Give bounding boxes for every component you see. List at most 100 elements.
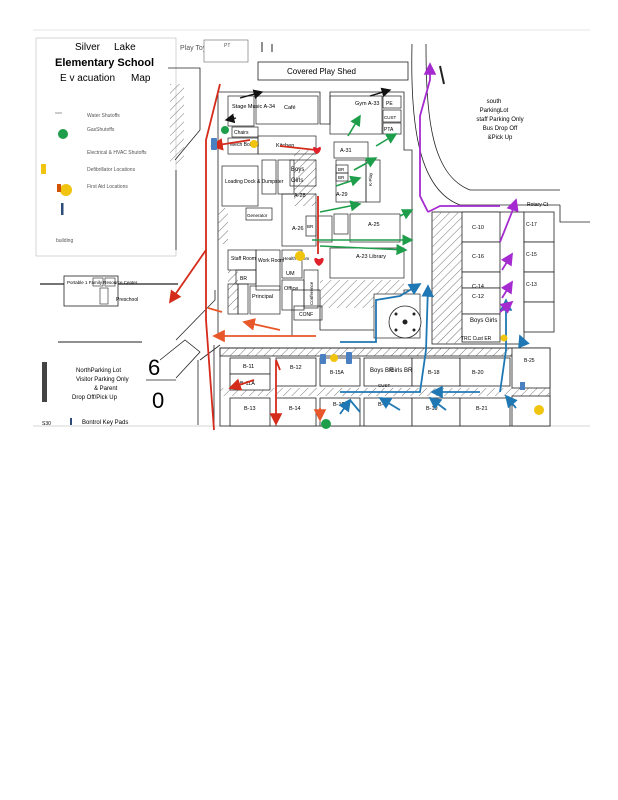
room-b20: B-20 [472, 370, 484, 376]
title-line1-a: Silver [75, 42, 101, 53]
rotary-label: Rotary Ct [527, 202, 549, 208]
south-lot-line1: south [487, 99, 502, 105]
portable-building: Portable 1 Family Resource Center Presch… [63, 275, 138, 307]
room-a28: A-28 [294, 193, 306, 199]
route-red [168, 83, 319, 431]
room-work-room: Work Room [258, 258, 284, 264]
building-a-rooms [221, 95, 405, 321]
legend-electrical: Electrical & HVAC Shutoffs [87, 150, 147, 156]
first-aid-icon-marker [57, 184, 61, 192]
south-lot-line4: Bus Drop Off [483, 126, 518, 132]
play-toys-label: Play Toys [180, 45, 210, 52]
south-lot-line5: &Pick Up [488, 135, 513, 141]
room-chairs: Chairs [234, 130, 249, 136]
north-lot-line1: NorthParking Lot [76, 368, 121, 374]
south-parking-lot: south ParkingLot staff Parking Only Bus … [476, 99, 548, 208]
room-b25: B-25 [524, 358, 535, 364]
room-a23-library: A-23 Library [356, 254, 386, 260]
route-blue [338, 283, 530, 415]
water-shutoff-b-icon [320, 354, 326, 364]
room-pe: PE [386, 101, 393, 107]
route-orange [207, 307, 327, 422]
building-c [431, 211, 555, 345]
room-b18: B-18 [428, 370, 440, 376]
room-trc-cust: TRC Cust ER [461, 336, 492, 342]
north-lot-line3: & Parent [94, 386, 118, 392]
first-aid-icon [60, 184, 72, 196]
key-pad-icon [61, 203, 64, 215]
route-green [312, 114, 414, 256]
room-c12: C-12 [472, 294, 484, 300]
room-a26: A-26 [292, 226, 304, 232]
electrical-shutoff-icon [211, 138, 217, 150]
room-gym: Gym A-33 [355, 101, 379, 107]
first-aid-b-icon [330, 354, 338, 362]
roads [33, 29, 590, 427]
covered-play-shed-label: Covered Play Shed [287, 67, 356, 76]
room-cust: CUST [384, 115, 397, 120]
room-b11: B-11 [243, 364, 254, 370]
room-um: UM [286, 271, 295, 277]
room-girls-br: Girls BR [390, 368, 413, 374]
legend-first-aid: First Aid Locations [87, 184, 128, 190]
room-k-play: K-Play [368, 172, 373, 186]
pt-box [203, 39, 249, 63]
room-loading-dock: Loading Dock & Dumpster [225, 179, 284, 185]
room-b15: B-15 [333, 402, 345, 408]
room-stage-music: Stage Music A-34 [232, 104, 275, 110]
route-black [224, 87, 392, 124]
room-b14: B-14 [289, 406, 301, 412]
north-lot-line4: Drop Off/Pick Up [72, 395, 118, 401]
preschool-label: Preschool [116, 297, 138, 303]
title-line3-a: E v acuation [60, 73, 115, 84]
first-aid-trc-icon [500, 334, 508, 342]
room-c10: C-10 [472, 225, 484, 231]
room-cust-b: CUST [378, 383, 391, 388]
title-line1-b: Lake [114, 42, 136, 53]
room-c17: C-17 [526, 222, 537, 228]
keypads-label: Bontrol Key Pads [82, 420, 128, 426]
defibrillator-icon [41, 164, 46, 174]
top-right-marker [439, 65, 445, 85]
defibrillator-heart-icon [313, 146, 321, 154]
legend-defibrillator: Defibrillator Locations [87, 167, 136, 173]
room-office: Office [284, 286, 298, 292]
room-generator: Generator [247, 213, 268, 218]
room-a31: A-31 [340, 148, 352, 154]
legend-panel: Silver Lake Elementary School E v acuati… [35, 37, 177, 257]
legend-gas: GasShutoffs [87, 127, 115, 133]
room-conf: CONF [299, 312, 313, 318]
room-b12: B-12 [290, 365, 302, 371]
legend-note: building [56, 238, 73, 244]
legend-water: Water Shutoffs [87, 113, 120, 119]
room-pta: PTA [384, 127, 394, 133]
courtyard-circle [373, 293, 422, 339]
room-labels-a: Stage Music A-34 Café Gym A-33 PE CUST P… [225, 101, 397, 318]
building-a [217, 91, 413, 337]
north-lot-line2: Visitor Parking Only [76, 377, 129, 383]
room-c13: C-13 [526, 282, 537, 288]
route-purple [419, 62, 519, 314]
room-b21: B-21 [476, 406, 488, 412]
pt-code: PT [224, 43, 230, 49]
room-br-1: BR [338, 167, 345, 172]
room-b11a: B-11A [240, 381, 255, 387]
room-boys-br: Boys BR [370, 368, 394, 374]
room-principal: Principal [252, 294, 273, 300]
big-numeral-6: 6 [148, 355, 160, 380]
room-a29: A-29 [336, 192, 348, 198]
big-numeral-0: 0 [152, 388, 164, 413]
defibrillator-heart-icon-2 [314, 257, 324, 266]
south-lot-line3: staff Parking Only [476, 117, 523, 123]
portable-label: Portable 1 Family Resource Center [67, 280, 138, 285]
title-line2: Elementary School [55, 57, 154, 69]
room-staff-room: Staff Room [231, 256, 256, 262]
room-b13: B-13 [244, 406, 256, 412]
room-b19: B-19 [426, 406, 438, 412]
room-labels-c: C-10 C-16 C-14 C-12 C-17 C-15 C-13 Boys … [461, 222, 537, 342]
north-parking-lot: NorthParking Lot Visitor Parking Only & … [42, 355, 176, 427]
room-boys-girls-c: Boys Girls [470, 318, 497, 324]
room-girls: Girls [291, 178, 303, 184]
first-aid-c-icon [534, 405, 544, 415]
